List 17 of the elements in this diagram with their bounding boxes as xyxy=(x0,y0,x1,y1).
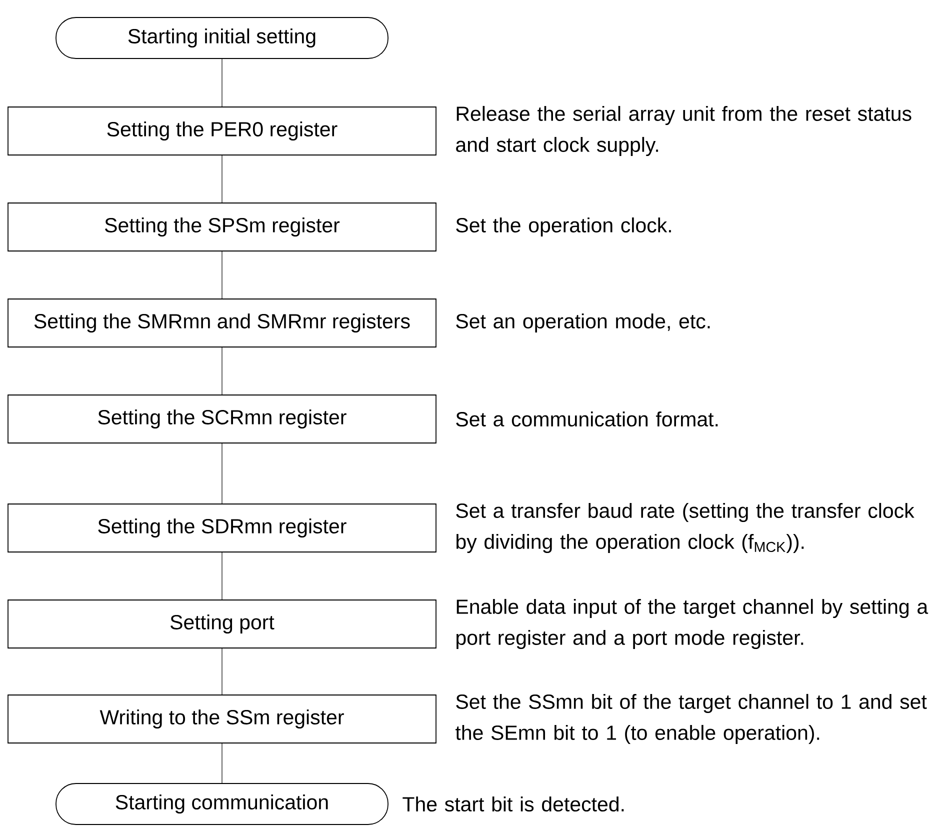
description-text: Enable data input of the target channel by setting a port register and a port mode register. xyxy=(456,598,928,650)
terminal-box: Starting communication xyxy=(56,783,388,825)
description-text: Set a transfer baud rate (setting the transfer clock by dividing the operation clock (f$_{MCK}$)). xyxy=(456,502,914,554)
process-box: Setting the SDRmn register xyxy=(8,504,436,552)
description-text: Set the operation clock. xyxy=(456,217,671,237)
description-text: Set an operation mode, etc. xyxy=(456,313,710,333)
description-text: Set the SSmn bit of the target channel to 1 and set the SEmn bit to 1 (to enable operation). xyxy=(456,694,927,744)
terminal-box: Starting initial setting xyxy=(56,17,388,59)
process-box: Setting port xyxy=(8,600,436,648)
description-text: Release the serial array unit from the reset status and start clock supply. xyxy=(456,106,912,156)
description-text: Set a communication format. xyxy=(456,411,718,427)
process-box: Setting the PER0 register xyxy=(8,106,436,156)
process-box: Setting the SCRmn register xyxy=(8,394,436,444)
description-text: The start bit is detected. xyxy=(402,796,624,812)
process-box: Writing to the SSm register xyxy=(8,694,436,744)
process-box: Setting the SMRmn and SMRmr registers xyxy=(8,298,436,348)
process-box: Setting the SPSm register xyxy=(8,202,436,252)
